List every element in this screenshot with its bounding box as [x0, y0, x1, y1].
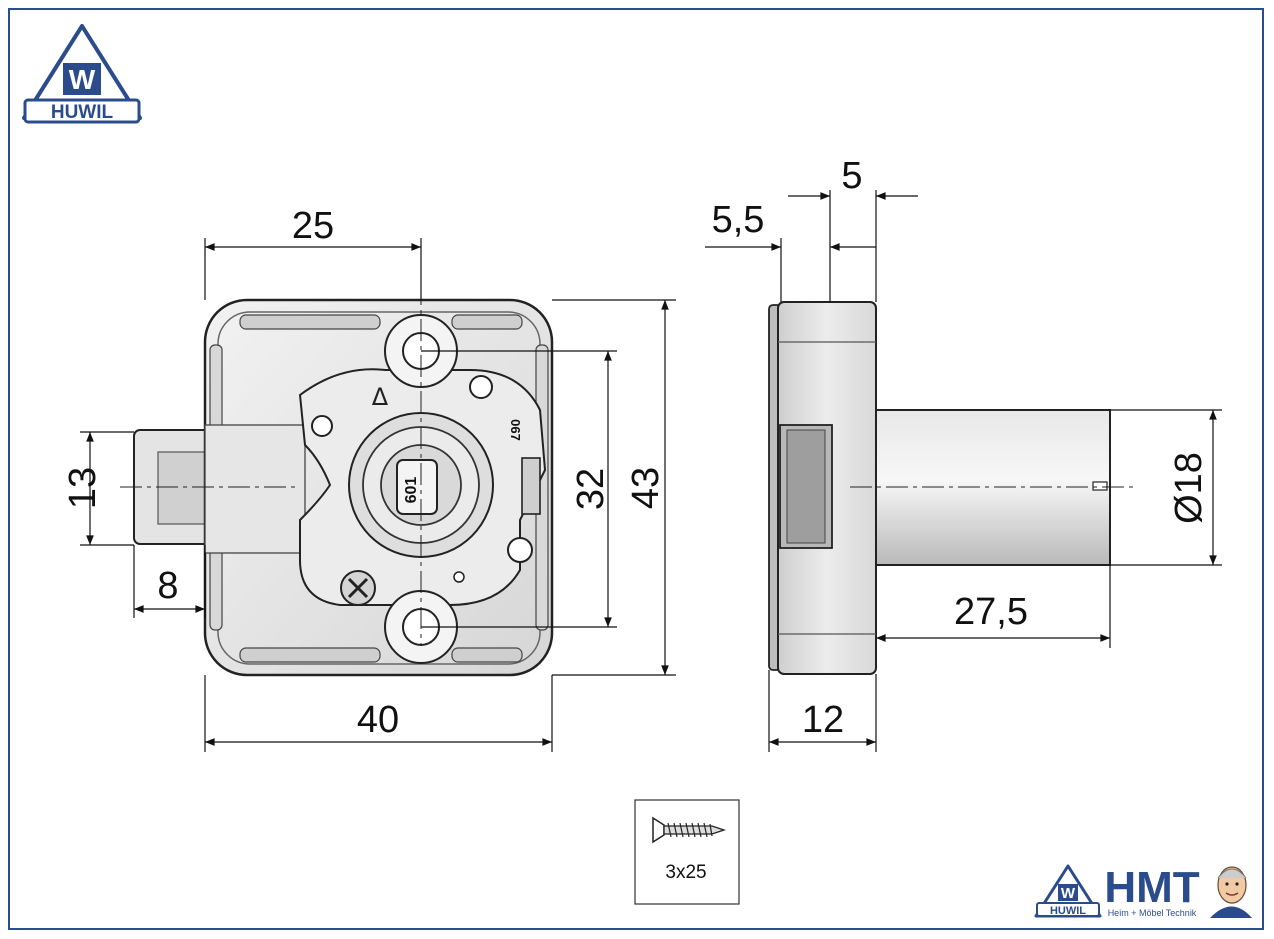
dim-25: 25 — [292, 205, 334, 247]
logo-huwil-text: HUWIL — [51, 102, 114, 123]
dim-27-5: 27,5 — [954, 591, 1028, 633]
dim-8: 8 — [157, 565, 178, 607]
dim-32: 32 — [570, 468, 612, 510]
dim-diameter-18: Ø18 — [1168, 452, 1210, 524]
front-view: 601 067 Δ — [120, 283, 554, 677]
key-code: 601 — [403, 477, 420, 504]
keyway — [396, 459, 438, 515]
drawing-frame — [8, 8, 1264, 930]
side-dimensions — [705, 190, 1222, 752]
logo-w-box — [63, 63, 101, 95]
dim-12: 12 — [802, 699, 844, 741]
screw-box: 3x25 — [634, 799, 740, 905]
dim-43: 43 — [625, 467, 667, 509]
dim-40: 40 — [357, 699, 399, 741]
arrow-mark: Δ — [372, 383, 389, 411]
hmt-tagline: Heim + Möbel Technik — [1108, 908, 1197, 918]
dim-5: 5 — [841, 155, 862, 197]
front-dimensions — [80, 238, 676, 752]
screw-icon — [652, 816, 727, 844]
screw-label: 3x25 — [665, 862, 706, 883]
front-dimension-labels: 25 13 32 43 8 40 — [62, 205, 667, 741]
huwil-logo: W HUWIL — [22, 24, 142, 124]
side-dimension-labels: 5 5,5 Ø18 27,5 12 — [712, 155, 1210, 741]
part-marking: 067 — [508, 419, 523, 441]
hmt-w-letter: W — [1061, 885, 1076, 902]
hmt-logo: W HUWIL HMT Heim + Möbel Technik — [1034, 863, 1252, 918]
dim-13: 13 — [62, 467, 104, 509]
dim-5-5: 5,5 — [712, 199, 765, 241]
hmt-text: HMT — [1104, 863, 1199, 912]
logo-w-letter: W — [69, 64, 96, 95]
mascot-icon — [1210, 866, 1252, 918]
hmt-huwil-text: HUWIL — [1050, 905, 1086, 917]
side-view — [768, 301, 1135, 675]
